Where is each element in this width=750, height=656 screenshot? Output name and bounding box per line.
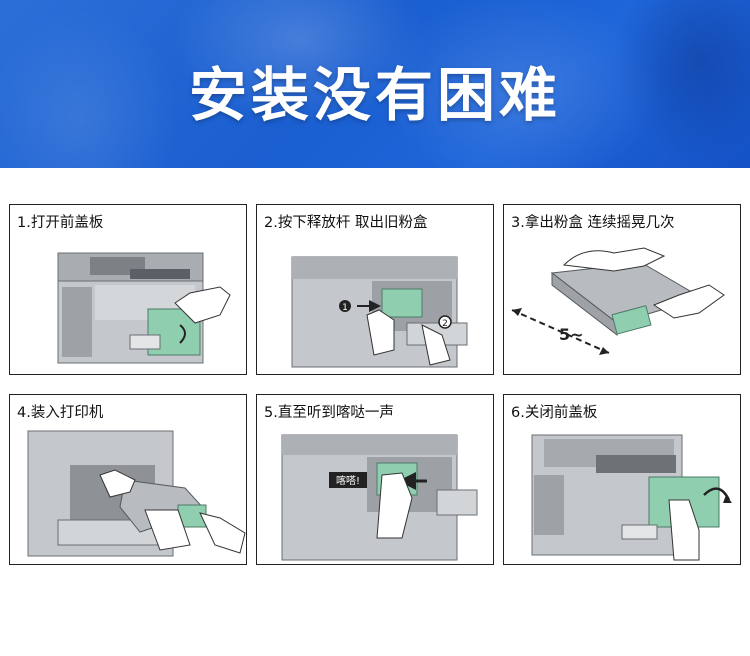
step-2-label: 2.按下释放杆 取出旧粉盒 bbox=[264, 215, 428, 231]
step-3-label: 3.拿出粉盒 连续摇晃几次 bbox=[511, 215, 675, 231]
svg-text:1: 1 bbox=[342, 303, 348, 313]
step-marker-2-icon bbox=[438, 315, 452, 329]
click-sound-badge bbox=[329, 472, 367, 488]
step-6-label: 6.关闭前盖板 bbox=[511, 405, 598, 421]
step-2-card: 1 2 2.按下释放杆 取出旧粉盒 bbox=[256, 204, 494, 375]
remove-old-toner-illustration: 1 2 bbox=[291, 256, 468, 368]
step-5-card: 喀嗒! 5.直至听到喀哒一声 bbox=[256, 394, 494, 565]
step-1-card: 1.打开前盖板 bbox=[9, 204, 247, 375]
step-4-card: 4.装入打印机 bbox=[9, 394, 247, 565]
shake-count-text: 5~ bbox=[559, 325, 584, 344]
banner-background-photo bbox=[0, 0, 750, 168]
step-marker-1-icon bbox=[339, 300, 351, 312]
step-4-label: 4.装入打印机 bbox=[17, 405, 104, 421]
insert-toner-illustration bbox=[27, 430, 246, 557]
click-sound-text: 喀嗒! bbox=[336, 474, 360, 487]
step-6-card: 6.关闭前盖板 bbox=[503, 394, 741, 565]
banner-title: 安装没有困难 bbox=[188, 61, 561, 129]
shake-toner-illustration: 5~ bbox=[511, 247, 725, 355]
header-banner: 安装没有困难 bbox=[0, 0, 750, 168]
step-3-card: 5~ 3.拿出粉盒 连续摇晃几次 bbox=[503, 204, 741, 375]
open-front-cover-illustration bbox=[57, 252, 231, 364]
svg-text:2: 2 bbox=[442, 319, 448, 329]
step-5-label: 5.直至听到喀哒一声 bbox=[264, 405, 394, 421]
click-into-place-illustration: 喀嗒! bbox=[281, 434, 478, 561]
close-front-cover-illustration bbox=[531, 434, 732, 561]
step-1-label: 1.打开前盖板 bbox=[17, 215, 104, 231]
